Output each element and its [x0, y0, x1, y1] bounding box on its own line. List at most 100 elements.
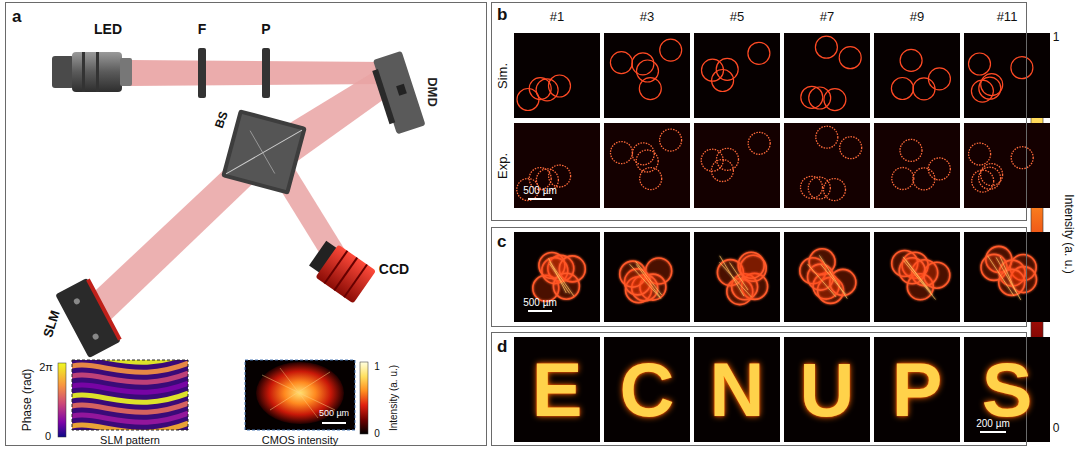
letter-tile [964, 337, 1050, 442]
column-header: #1 [550, 10, 564, 24]
ring-mark [839, 47, 861, 69]
polarizer-plate [262, 48, 270, 98]
pattern-letter: C [620, 352, 675, 428]
sim-tile [964, 33, 1050, 118]
ring-mark [632, 53, 654, 75]
image-caption: SLM pattern [100, 434, 160, 446]
ring-mark [549, 75, 571, 97]
ring-cluster [620, 258, 672, 303]
sim-tile [784, 33, 870, 118]
scale-bar [528, 310, 552, 312]
phase-band [72, 378, 188, 392]
ring-mark [738, 252, 764, 278]
intensity-colorbar [360, 362, 368, 434]
letter-tile [514, 337, 600, 442]
exp-tile [694, 123, 780, 208]
panel-letter: d [497, 337, 507, 357]
overlap-tile [694, 232, 780, 322]
row-header: Exp. [496, 153, 510, 179]
ring-mark [928, 158, 950, 180]
ring-mark [660, 129, 682, 151]
column-header: #5 [730, 10, 744, 24]
ring-cluster [717, 252, 767, 304]
ring-mark [840, 137, 862, 159]
letter-tile [874, 337, 960, 442]
letter-tile [694, 337, 780, 442]
ring-mark [701, 149, 723, 171]
colorbar-title: Intensity (a. u.) [388, 365, 399, 431]
sim-tile [604, 33, 690, 118]
ring-mark [1011, 147, 1033, 169]
ring-mark [981, 164, 1003, 186]
cmos-image [245, 360, 355, 430]
ring-mark [900, 139, 922, 161]
stripe-mark [636, 264, 660, 297]
overlap-tile [784, 232, 870, 322]
figure-panel: c [491, 227, 1027, 327]
exp-tile [514, 123, 600, 208]
ring-mark [972, 170, 994, 192]
panel-letter: c [497, 232, 506, 252]
scale-bar [980, 431, 1006, 433]
exp-tile [874, 123, 960, 208]
pattern-letter: E [532, 352, 583, 428]
part-name: LED [94, 22, 122, 37]
pattern-letter: S [982, 352, 1033, 428]
ring-mark [892, 168, 914, 190]
part-name: P [261, 22, 270, 37]
stripe-mark [549, 258, 567, 293]
stripe-mark [720, 262, 752, 297]
pattern-letter: N [710, 352, 765, 428]
part-name: SLM [41, 309, 63, 340]
phase-colorbar [58, 363, 66, 437]
ring-mark [610, 52, 632, 74]
column-header: #7 [820, 10, 834, 24]
stripe-mark [904, 261, 936, 300]
phase-band [72, 368, 188, 382]
exp-tile [604, 123, 690, 208]
stripe-mark [906, 260, 933, 295]
ring-mark [816, 126, 838, 148]
ring-mark [809, 87, 831, 109]
scale-bar-label: 500 µm [319, 409, 349, 419]
slm-device [55, 277, 122, 358]
stripe-mark [821, 265, 846, 295]
stripe-mark [988, 256, 1015, 296]
ring-mark [660, 39, 682, 61]
stripe-mark [819, 255, 847, 298]
stripe-mark [550, 264, 570, 293]
ring-mark [824, 179, 846, 201]
ring-mark [900, 49, 922, 71]
column-header: #11 [997, 10, 1018, 24]
scale-bar-label: 500 µm [523, 185, 557, 196]
pattern-letter: U [800, 352, 855, 428]
column-header: #9 [910, 10, 924, 24]
sim-tile [874, 33, 960, 118]
phase-band [72, 408, 188, 422]
ring-mark [549, 165, 571, 187]
dmd-device [369, 51, 425, 136]
figure-panel: a [5, 2, 487, 446]
stripe-mark [996, 257, 1021, 300]
exp-tile [964, 123, 1050, 208]
scale-bar-label: 200 µm [976, 418, 1010, 429]
light-beam [130, 60, 388, 86]
image-caption: CMOS intensity [262, 434, 338, 446]
ring-cluster [533, 253, 586, 302]
ring-mark [891, 78, 913, 100]
ring-mark [620, 261, 646, 287]
ring-mark [640, 168, 662, 190]
panel-letter: a [12, 7, 21, 27]
colorbar-tick: 0 [1053, 422, 1060, 435]
part-name: CCD [379, 262, 409, 277]
stripe-mark [630, 264, 661, 299]
ring-mark [536, 79, 558, 101]
overlap-tile [964, 232, 1050, 322]
stripe-mark [636, 261, 662, 295]
ring-mark [637, 60, 659, 82]
letter-tile [604, 337, 690, 442]
exp-tile [784, 123, 870, 208]
scale-bar [528, 198, 552, 200]
slm-pattern-image [72, 360, 188, 430]
